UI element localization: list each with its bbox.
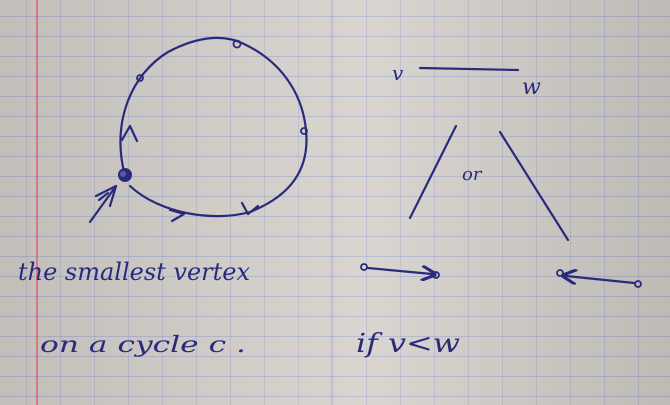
vertex-top [232, 39, 242, 49]
edge-right-slant [498, 130, 570, 242]
arrow-tail-dot-1 [360, 263, 368, 271]
vertex-label-top: o [232, 46, 233, 48]
vertex-right [300, 127, 308, 135]
arrow-v-to-w [366, 268, 432, 274]
label-v: v [392, 61, 404, 85]
edge-left-slant [408, 124, 458, 220]
pointer-arrow [88, 184, 118, 224]
page-fold-shadow [330, 0, 336, 405]
cycle-arc [119, 36, 308, 218]
vertex-left-small [136, 74, 144, 82]
cycle-arrow-bottom [168, 208, 186, 223]
arrow-head-dot-1 [432, 271, 440, 279]
margin-line [36, 0, 38, 405]
label-w: w [522, 75, 541, 100]
arrow-tail-dot-2 [634, 280, 642, 288]
pointer-arrowhead [94, 184, 118, 208]
cycle-arrow-up [120, 124, 139, 143]
caption-right: if v<w [356, 329, 460, 359]
caption-line-1: the smallest vertex [18, 258, 250, 286]
caption-line-2: on a cycle c . [40, 333, 246, 358]
cycle-arrow-right [240, 201, 260, 216]
arrow-head-dot-2 [556, 269, 564, 277]
label-or: or [462, 164, 483, 185]
edge-v-w [418, 66, 520, 72]
arrow-w-to-v [566, 276, 636, 283]
